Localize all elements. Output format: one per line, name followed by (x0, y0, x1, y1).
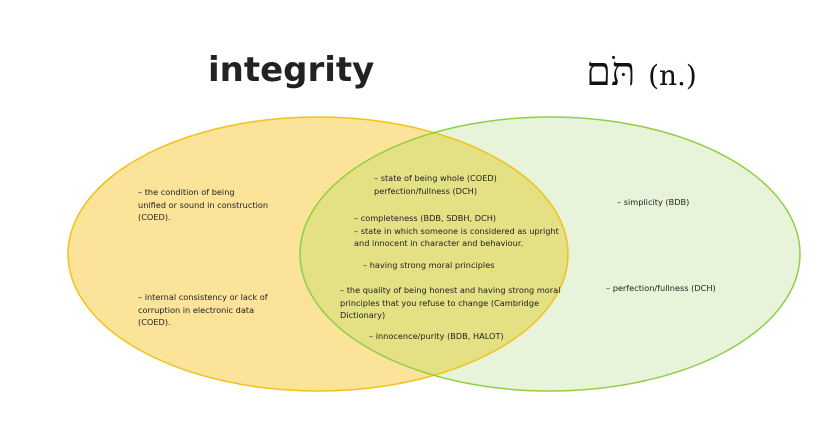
overlap-text: – completeness (BDB, SDBH, DCH) – state … (354, 213, 559, 248)
overlap-text: – having strong moral principles (363, 260, 495, 270)
left-text: – the condition of being unified or soun… (138, 187, 269, 222)
part-of-speech: (n.) (648, 59, 697, 92)
overlap-region (300, 117, 568, 391)
right-text: – perfection/fullness (DCH) (606, 283, 716, 293)
overlap-text: – innocence/purity (BDB, HALOT) (369, 331, 504, 341)
left-text: – internal consistency or lack of corrup… (138, 292, 268, 327)
overlap-text: – state of being whole (COED) perfection… (374, 173, 497, 196)
left-title: integrity (208, 50, 375, 90)
overlap-text: – the quality of being honest and having… (340, 285, 561, 320)
hebrew-word: תֹּם (586, 49, 636, 95)
right-text: – simplicity (BDB) (617, 197, 690, 207)
right-title: תֹּם (n.) (586, 48, 697, 95)
